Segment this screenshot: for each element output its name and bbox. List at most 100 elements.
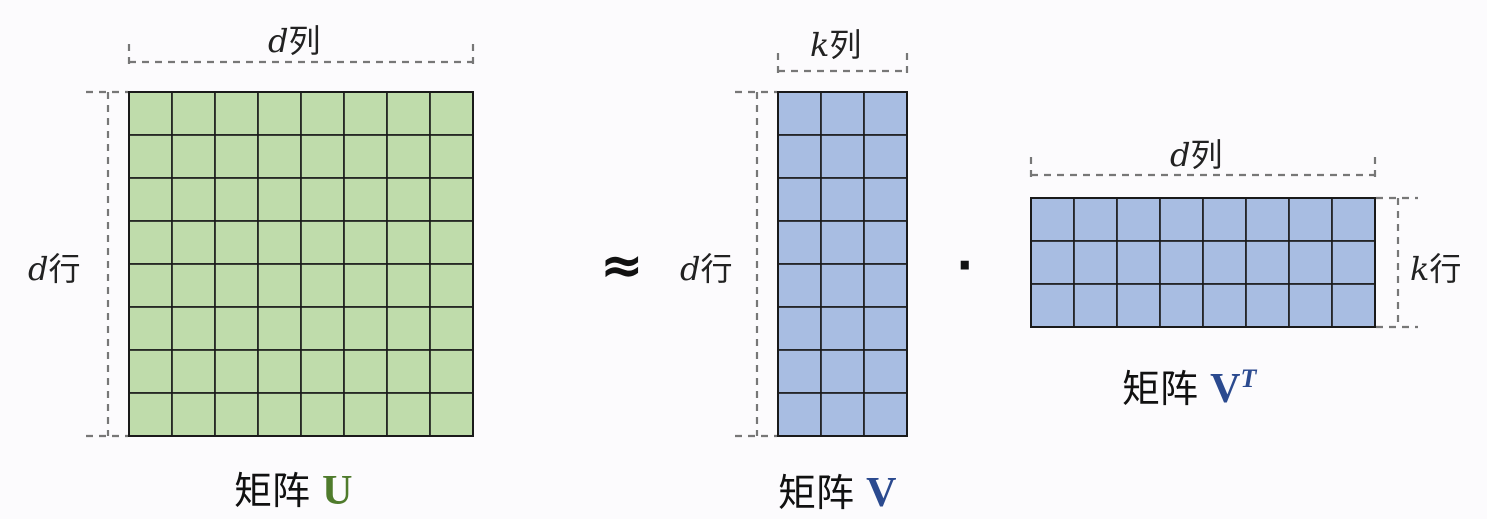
VT-column-label: d列 — [1170, 136, 1223, 174]
VT-row-label: k行 — [1410, 250, 1462, 288]
VT-cell — [1288, 240, 1333, 285]
U-cell — [128, 220, 173, 265]
V-cell — [820, 220, 865, 265]
U-cell — [257, 392, 302, 437]
U-cell — [429, 263, 474, 308]
V-cell — [820, 392, 865, 437]
matrix-V-grid — [777, 91, 908, 437]
U-cell — [343, 392, 388, 437]
U-cell — [171, 306, 216, 351]
U-cell — [343, 220, 388, 265]
U-cell — [386, 349, 431, 394]
V-cell — [777, 91, 822, 136]
U-cell — [343, 134, 388, 179]
approx-symbol: ≈ — [600, 236, 644, 296]
matrix-U-grid — [128, 91, 474, 437]
VT-cell — [1030, 283, 1075, 328]
VT-border — [1030, 197, 1376, 328]
U-cell — [128, 349, 173, 394]
V-cell — [777, 263, 822, 308]
VT-cell — [1331, 197, 1376, 242]
U-border — [128, 91, 474, 437]
U-cell — [429, 220, 474, 265]
U-cell — [257, 91, 302, 136]
U-cell — [128, 91, 173, 136]
U-cell — [300, 91, 345, 136]
VT-cell — [1030, 197, 1075, 242]
V-cell — [777, 220, 822, 265]
V-cell — [863, 306, 908, 351]
U-cell — [429, 134, 474, 179]
VT-caption: 矩阵 VT — [1122, 364, 1257, 412]
U-caption: 矩阵 U — [234, 468, 353, 514]
V-cell — [777, 349, 822, 394]
U-cell — [429, 177, 474, 222]
V-cell — [863, 392, 908, 437]
U-cell — [300, 392, 345, 437]
U-cell — [257, 349, 302, 394]
U-cell — [386, 263, 431, 308]
U-cell — [128, 392, 173, 437]
U-cell — [171, 177, 216, 222]
VT-cell — [1202, 197, 1247, 242]
dimension-markers — [86, 44, 1418, 438]
U-cell — [128, 306, 173, 351]
VT-cell — [1116, 240, 1161, 285]
U-cell — [214, 91, 259, 136]
U-cell — [171, 392, 216, 437]
U-cell — [257, 134, 302, 179]
VT-cell — [1116, 197, 1161, 242]
U-cell — [300, 177, 345, 222]
V-cell — [820, 134, 865, 179]
V-caption: 矩阵 V — [778, 470, 897, 516]
U-cell — [257, 177, 302, 222]
V-cell — [863, 263, 908, 308]
U-cell — [257, 220, 302, 265]
VT-cell — [1245, 197, 1290, 242]
VT-symbol: VT — [1210, 364, 1257, 412]
V-row-label: d行 — [680, 250, 733, 288]
U-cell — [128, 134, 173, 179]
VT-cell — [1073, 197, 1118, 242]
U-cell — [343, 306, 388, 351]
U-row-label: d行 — [28, 250, 81, 288]
U-cell — [214, 349, 259, 394]
U-cell — [429, 349, 474, 394]
V-cell — [820, 349, 865, 394]
U-cell — [171, 134, 216, 179]
U-cell — [300, 134, 345, 179]
U-cell — [300, 306, 345, 351]
VT-cell — [1116, 283, 1161, 328]
U-cell — [429, 306, 474, 351]
U-cell — [429, 91, 474, 136]
U-cell — [257, 263, 302, 308]
V-cell — [777, 392, 822, 437]
U-cell — [171, 91, 216, 136]
U-cell — [386, 306, 431, 351]
V-cell — [777, 134, 822, 179]
U-cell — [214, 220, 259, 265]
VT-cell — [1331, 240, 1376, 285]
U-cell — [343, 91, 388, 136]
U-cell — [300, 349, 345, 394]
dot-operator: · — [956, 238, 974, 292]
V-cell — [863, 177, 908, 222]
U-cell — [300, 220, 345, 265]
VT-cell — [1288, 197, 1333, 242]
U-symbol: U — [322, 468, 353, 514]
U-cell — [214, 392, 259, 437]
V-cell — [820, 91, 865, 136]
V-cell — [863, 349, 908, 394]
V-border — [777, 91, 908, 437]
V-cell — [820, 306, 865, 351]
U-cell — [128, 263, 173, 308]
U-cell — [429, 392, 474, 437]
V-cell — [863, 134, 908, 179]
U-cell — [214, 177, 259, 222]
VT-cell — [1030, 240, 1075, 285]
V-cell — [820, 177, 865, 222]
VT-cell — [1159, 283, 1204, 328]
U-cell — [214, 263, 259, 308]
U-cell — [386, 220, 431, 265]
